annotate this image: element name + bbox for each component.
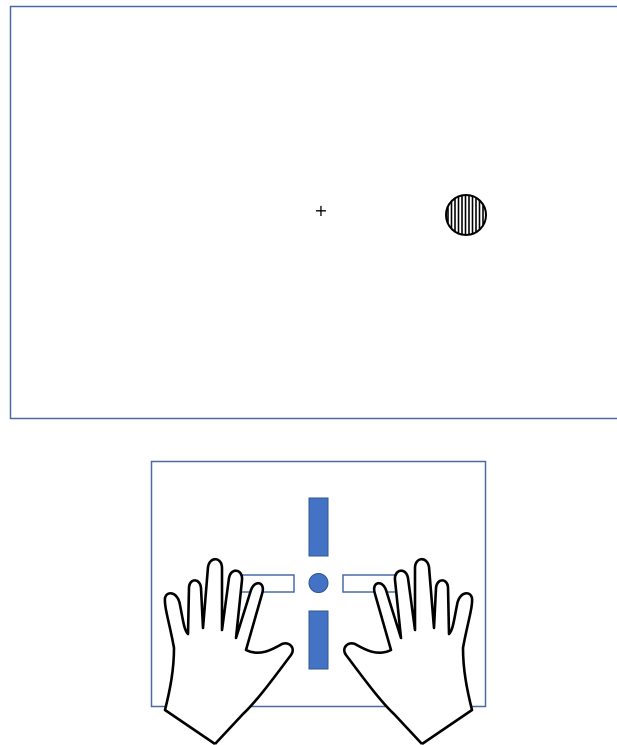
fixation-cross: + [314, 201, 327, 220]
grating-stimulus [446, 194, 486, 236]
left-response-bar [236, 575, 294, 592]
monitor-screen: + [11, 7, 617, 419]
right-response-bar [343, 575, 401, 592]
center-button [309, 574, 328, 593]
lower-response-bar [309, 611, 328, 669]
upper-response-bar [309, 498, 328, 556]
